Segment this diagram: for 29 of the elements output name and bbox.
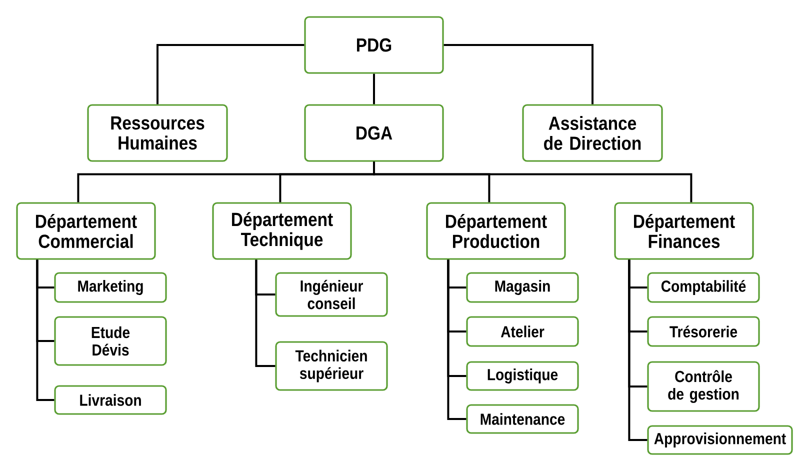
unit-box: Comptabilité [647,272,760,303]
unit-box: Contrôle de gestion [647,361,760,412]
unit-box: Technicien supérieur [275,341,388,391]
connector-line [36,260,54,401]
unit-box: Maintenance [466,404,579,434]
connector-line [156,44,304,104]
unit-box: Atelier [466,316,579,347]
department-box: Département Production [426,202,566,260]
unit-box: Marketing [54,272,167,303]
unit-box: Ingénieur conseil [275,272,388,317]
unit-box: Magasin [466,272,579,303]
department-box: Département Technique [212,202,352,260]
unit-box: Approvisionnement [647,425,793,455]
position-box: DGA [304,104,444,162]
connector-line [447,260,466,420]
department-box: Département Commercial [16,202,156,260]
connector-line [444,44,594,104]
unit-box: Logistique [466,361,579,391]
position-box: PDG [304,16,444,74]
connector-line [373,162,692,202]
connector-line [373,74,375,104]
position-box: Assistance de Direction [522,104,663,162]
connector-line [255,260,276,367]
position-box: Ressources Humaines [87,104,228,162]
connector-line [628,260,648,441]
unit-box: Etude Dévis [54,316,167,366]
unit-box: Trésorerie [647,316,760,347]
unit-box: Livraison [54,385,167,415]
department-box: Département Finances [614,202,754,260]
